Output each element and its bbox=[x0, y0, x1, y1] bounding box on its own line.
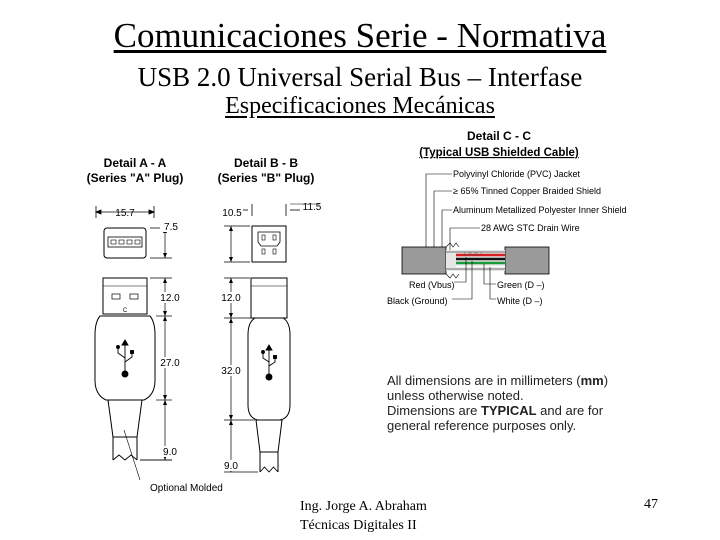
wire-black-label: Black (Ground) bbox=[387, 296, 448, 306]
note-line-4: general reference purposes only. bbox=[387, 418, 577, 433]
dim-b-width: 10.5 bbox=[222, 208, 242, 219]
dim-a-relief: 9.0 bbox=[163, 447, 177, 458]
dim-b-body: 32.0 bbox=[221, 366, 241, 377]
detail-b-subtitle: (Series "B" Plug) bbox=[218, 171, 315, 185]
layer-jacket-label: Polyvinyl Chloride (PVC) Jacket bbox=[453, 169, 581, 179]
layer-drain-label: 28 AWG STC Drain Wire bbox=[481, 223, 580, 233]
dim-a-width: 15.7 bbox=[115, 208, 135, 219]
dimension-notes: All dimensions are in millimeters (mm) u… bbox=[387, 373, 647, 433]
footer-course: Técnicas Digitales II bbox=[300, 518, 417, 533]
dim-b-plug: 12.0 bbox=[221, 293, 241, 304]
note-line-1: All dimensions are in millimeters (mm) bbox=[387, 373, 609, 388]
detail-a-title: Detail A - A bbox=[104, 156, 167, 170]
note-line-2: unless otherwise noted. bbox=[387, 388, 524, 403]
optional-molded-note: Optional Molded bbox=[150, 483, 223, 494]
svg-text:C: C bbox=[123, 308, 128, 314]
page-number: 47 bbox=[644, 497, 658, 512]
dim-b-height: 11.5 bbox=[303, 202, 322, 213]
dim-a-body: 27.0 bbox=[160, 358, 180, 369]
dim-a-face-label: 7.5 bbox=[164, 222, 178, 233]
detail-a-subtitle: (Series "A" Plug) bbox=[87, 171, 184, 185]
detail-a-diagram: Detail A - A (Series "A" Plug) 15.7 bbox=[87, 156, 223, 494]
detail-c-diagram: Detail C - C (Typical USB Shielded Cable… bbox=[387, 129, 627, 306]
slide-title: Comunicaciones Serie - Normativa bbox=[113, 16, 607, 55]
detail-b-title: Detail B - B bbox=[234, 156, 298, 170]
wire-green-label: Green (D –) bbox=[497, 280, 545, 290]
footer-author: Ing. Jorge A. Abraham bbox=[300, 499, 427, 514]
dim-a-plug: 12.0 bbox=[160, 293, 180, 304]
section-heading: Especificaciones Mecánicas bbox=[225, 93, 495, 119]
footer: Ing. Jorge A. Abraham Técnicas Digitales… bbox=[300, 497, 427, 535]
detail-b-diagram: Detail B - B (Series "B" Plug) 10.5 11.5 bbox=[218, 156, 322, 473]
detail-c-title: Detail C - C bbox=[467, 129, 531, 143]
note-line-3: Dimensions are TYPICAL and are for bbox=[387, 403, 604, 418]
layer-inner-shield-label: Aluminum Metallized Polyester Inner Shie… bbox=[453, 205, 627, 215]
wire-white-label: White (D –) bbox=[497, 296, 543, 306]
detail-c-subtitle: (Typical USB Shielded Cable) bbox=[419, 147, 579, 159]
dim-b-relief: 9.0 bbox=[224, 461, 238, 472]
layer-braid-label: ≥ 65% Tinned Copper Braided Shield bbox=[453, 186, 601, 196]
slide-subtitle: USB 2.0 Universal Serial Bus – Interfase bbox=[137, 62, 583, 92]
wire-red-label: Red (Vbus) bbox=[409, 280, 455, 290]
